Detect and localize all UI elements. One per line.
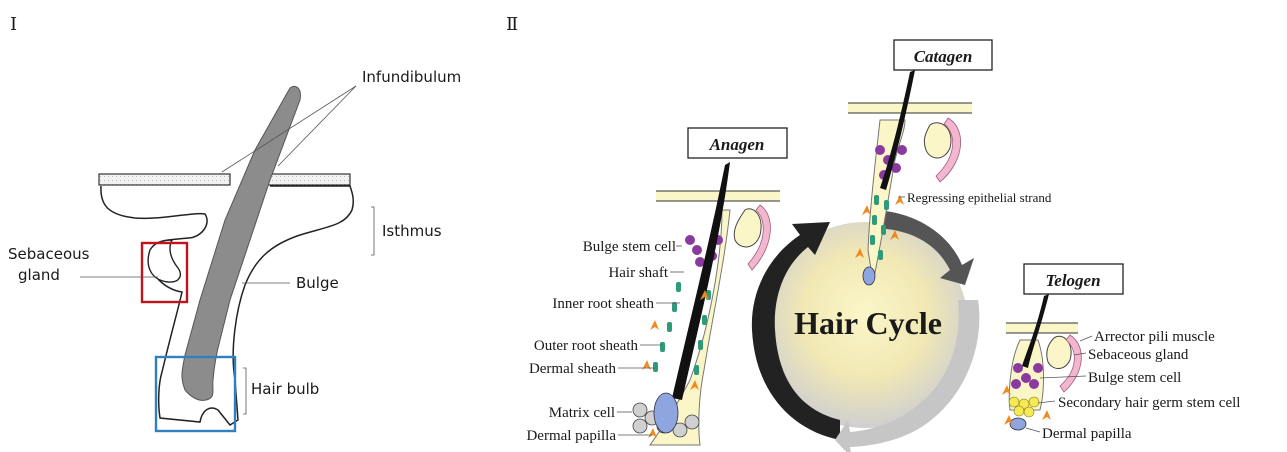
telogen-epidermis xyxy=(1006,323,1078,333)
anagen-orsh-cell xyxy=(694,365,699,375)
anagen-label-bulge: Bulge stem cell xyxy=(583,239,676,255)
cycle-title: Hair Cycle xyxy=(794,305,942,341)
anagen-orsh-cell xyxy=(676,282,681,292)
anagen-orsh-cell xyxy=(698,340,703,350)
sebaceous-label-line1: Sebaceous xyxy=(8,245,90,263)
catagen-flame xyxy=(895,195,904,205)
panel-two: Ⅱ Hair Cycle Anagen xyxy=(506,14,1240,452)
telogen-germ-cell xyxy=(1029,397,1039,407)
anagen-matrix-cell xyxy=(633,419,647,433)
catagen-strand-cell xyxy=(872,215,877,225)
telogen-bulge-cell xyxy=(1029,379,1039,389)
infundibulum-label: Infundibulum xyxy=(362,68,461,86)
telogen-germ-cell xyxy=(1014,406,1024,416)
anagen-title: Anagen xyxy=(709,135,765,154)
anagen-flame xyxy=(648,428,657,438)
epidermis-right-bar xyxy=(268,174,350,185)
catagen-title: Catagen xyxy=(914,47,973,66)
catagen-strand-cell xyxy=(881,225,886,235)
anagen-bulge-cell xyxy=(692,245,702,255)
telogen-title: Telogen xyxy=(1045,271,1100,290)
telogen-bulge-cell xyxy=(1021,373,1031,383)
isthmus-bracket xyxy=(371,207,374,255)
anagen-bulge-cell xyxy=(685,235,695,245)
anagen-dermal-papilla xyxy=(654,393,678,433)
sebaceous-label-line2: gland xyxy=(18,266,60,284)
anagen-flame xyxy=(650,320,659,330)
anagen-orsh-cell xyxy=(653,362,658,372)
catagen-flame xyxy=(862,205,871,215)
catagen-dermal-papilla xyxy=(863,267,875,285)
telogen-bulge-cell xyxy=(1033,363,1043,373)
telogen-label-sebaceous: Sebaceous gland xyxy=(1088,347,1189,363)
anagen-label-ors: Outer root sheath xyxy=(534,338,639,354)
telogen-label-arrector: Arrector pili muscle xyxy=(1094,329,1215,345)
telogen-germ-cell xyxy=(1024,407,1034,417)
anagen-sebaceous xyxy=(734,209,761,247)
anagen-orsh-cell xyxy=(660,342,665,352)
catagen-strand-cell xyxy=(884,200,889,210)
isthmus-label: Isthmus xyxy=(382,222,442,240)
catagen-strand-cell xyxy=(870,235,875,245)
anagen-orsh-cell xyxy=(667,322,672,332)
telogen-label-germ: Secondary hair germ stem cell xyxy=(1058,395,1240,411)
anagen-label-matrix: Matrix cell xyxy=(549,405,615,421)
anagen-label-papilla: Dermal papilla xyxy=(526,428,616,444)
catagen-bulge-cell xyxy=(897,145,907,155)
anagen-label-dermal-sheath: Dermal sheath xyxy=(529,361,617,377)
bulge-label: Bulge xyxy=(296,274,339,292)
anagen-orsh-cell xyxy=(672,302,677,312)
telogen-leader xyxy=(1026,428,1040,432)
telogen-leader xyxy=(1080,336,1092,341)
telogen-label-papilla: Dermal papilla xyxy=(1042,426,1132,442)
anagen-matrix-cell xyxy=(633,403,647,417)
catagen-strand-cell xyxy=(878,250,883,260)
hair-bulb-label: Hair bulb xyxy=(251,380,319,398)
telogen-label-bulge: Bulge stem cell xyxy=(1088,370,1181,386)
catagen-label-strand: Regressing epithelial strand xyxy=(907,190,1052,205)
telogen-bulge-cell xyxy=(1011,379,1021,389)
epidermis-left-bar xyxy=(99,174,230,185)
anagen-orsh-cell xyxy=(702,315,707,325)
panel-one: Ⅰ Infundibulum Isthmus Sebaceous gland B… xyxy=(8,14,461,431)
telogen-bulge-cell xyxy=(1013,363,1023,373)
telogen-flame xyxy=(1042,410,1051,420)
panel-two-numeral: Ⅱ xyxy=(506,14,518,35)
catagen-epidermis xyxy=(848,103,972,113)
catagen-bulge-cell xyxy=(875,145,885,155)
anagen-label-shaft: Hair shaft xyxy=(608,265,668,281)
anagen-label-irs: Inner root sheath xyxy=(552,296,654,312)
hair-bulb-bracket xyxy=(243,368,246,414)
telogen-germ-cell xyxy=(1009,397,1019,407)
anagen-matrix-cell xyxy=(685,415,699,429)
anagen-flame xyxy=(642,360,651,370)
panel-one-numeral: Ⅰ xyxy=(10,14,17,35)
catagen-sebaceous xyxy=(924,123,951,158)
catagen-strand-cell xyxy=(874,195,879,205)
telogen-leader xyxy=(1040,376,1086,378)
